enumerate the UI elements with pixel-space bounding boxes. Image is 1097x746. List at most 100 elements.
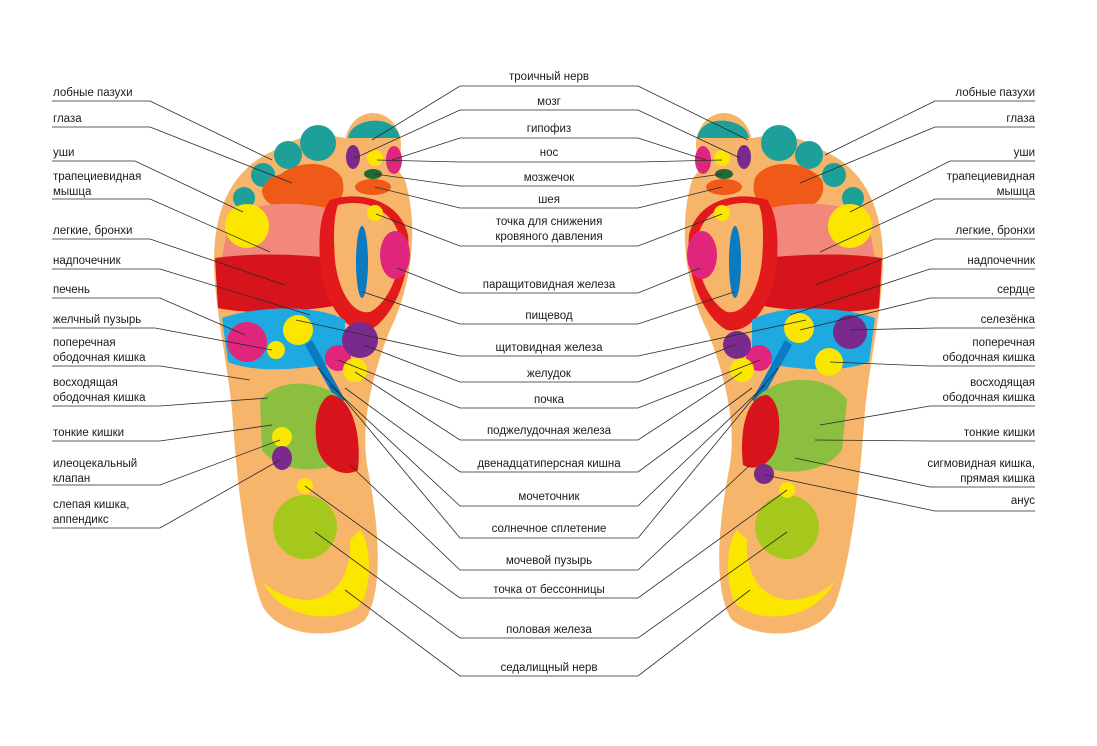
left-pituitary-spot (386, 146, 402, 174)
left-bp-point (367, 205, 383, 221)
left-neck-spot (355, 179, 391, 195)
center-label-solar-plexus: солнечное сплетение (491, 523, 607, 535)
left-label-eyes: глаза (53, 113, 82, 125)
center-label-trigeminal: троичный нерв (509, 71, 589, 83)
left-toe-5 (233, 187, 255, 209)
left-eyes-zone (262, 175, 295, 207)
right-toe-4 (822, 163, 846, 187)
leader-center-1 (371, 85, 749, 141)
right-sciatic-zone (728, 530, 835, 617)
center-label-nose: нос (539, 147, 559, 159)
leader-left-1 (52, 100, 273, 161)
right-spleen-spot (833, 315, 867, 349)
right-heart-spot (784, 313, 814, 343)
center-label-pancreas: поджелудочная железа (486, 425, 612, 437)
left-label-lungs: легкие, бронхи (53, 225, 133, 237)
left-nose-spot (367, 150, 383, 166)
right-colon-yellow (815, 348, 843, 376)
leader-lines (52, 85, 1035, 677)
right-label-adrenal: надпочечник (967, 255, 1035, 267)
leader-right-4 (819, 198, 1035, 253)
leader-center-12 (337, 359, 761, 409)
right-nose-spot (714, 150, 730, 166)
leader-left-5 (52, 238, 286, 286)
left-gallbladder-spot (283, 315, 313, 345)
leader-center-3 (391, 137, 707, 161)
leader-center-15 (329, 384, 766, 507)
leader-right-3 (849, 160, 1035, 213)
center-label-insomnia: точка от бессонницы (493, 584, 605, 596)
leader-center-10 (295, 319, 807, 357)
leader-center-7 (375, 213, 723, 247)
leader-right-12 (794, 457, 1035, 488)
center-label-cerebellum: мозжечок (523, 172, 575, 184)
center-label-brain: мозг (537, 96, 561, 108)
left-big-toe-cap (348, 120, 400, 138)
left-esophagus-line (356, 226, 368, 298)
left-gallbladder-small (267, 341, 285, 359)
leader-left-3 (52, 160, 244, 213)
leader-right-5 (814, 238, 1035, 286)
right-sigmoid-red (742, 395, 780, 468)
right-label-frontal-sinuses: лобные пазухи (955, 87, 1035, 99)
right-esophagus-line (729, 226, 741, 298)
leader-center-9 (362, 291, 735, 325)
leader-left-8 (52, 327, 273, 351)
leader-left-13 (52, 459, 281, 529)
leader-right-2 (799, 126, 1035, 184)
leader-left-10 (52, 397, 269, 407)
leader-right-1 (824, 100, 1035, 156)
right-label-lungs: легкие, бронхи (955, 225, 1035, 237)
right-toe-2 (761, 125, 797, 161)
leader-center-4 (376, 159, 723, 163)
left-label-appendix: слепая кишка, аппендикс (53, 499, 130, 526)
left-label-ears: уши (53, 147, 75, 159)
leader-right-13 (764, 474, 1035, 512)
leader-center-2 (354, 109, 741, 159)
center-label-neck: шея (538, 194, 560, 206)
right-label-ascending-colon: восходящая ободочная кишка (942, 377, 1036, 404)
right-label-small-intestine: тонкие кишки (963, 427, 1035, 439)
right-neck-spot (706, 179, 742, 195)
right-toe-3 (795, 141, 823, 169)
left-ileocecal-spot (272, 427, 292, 447)
right-foot (684, 113, 883, 634)
center-label-sciatic: седалищный нерв (500, 662, 598, 674)
leader-right-10 (819, 405, 1035, 426)
left-label-adrenal: надпочечник (53, 255, 121, 267)
right-gonad-spot (755, 495, 819, 559)
leader-center-18 (304, 485, 788, 599)
leader-left-2 (52, 126, 293, 184)
right-label-ears: уши (1013, 147, 1035, 159)
leader-center-11 (363, 344, 736, 383)
right-label-sigmoid: сигмовидная кишка, прямая кишка (927, 458, 1035, 485)
left-label-ascending-colon: восходящая ободочная кишка (53, 377, 146, 404)
leader-right-9 (829, 361, 1035, 367)
center-label-pituitary: гипофиз (526, 123, 572, 135)
left-stomach-spot (342, 322, 378, 358)
leader-center-20 (344, 589, 751, 677)
leader-center-16 (317, 367, 779, 539)
right-label-heart: сердце (997, 284, 1035, 296)
left-parathyroid-spot (380, 231, 410, 279)
right-label-eyes: глаза (1006, 113, 1035, 125)
center-label-duodenum: двенадцатиперсная кишна (477, 458, 621, 470)
right-trapezius-spot (828, 204, 872, 248)
leader-center-14 (344, 387, 753, 473)
left-adrenal-band (215, 254, 340, 312)
right-parathyroid-spot (687, 231, 717, 279)
leader-left-9 (52, 365, 251, 381)
right-label-transverse-colon: поперечная ободочная кишка (942, 337, 1036, 364)
center-label-kidney: почка (533, 394, 565, 406)
right-cerebellum-spot (715, 169, 733, 179)
left-trapezius-spot (225, 204, 269, 248)
left-toe-3 (274, 141, 302, 169)
right-brain-spot (737, 145, 751, 169)
center-label-stomach: желудок (527, 368, 571, 380)
center-label-blood-pressure: точка для снижения кровяного давления (495, 216, 603, 243)
leader-right-6 (789, 268, 1035, 316)
left-appendix-spot (272, 446, 292, 470)
right-toe-5 (842, 187, 864, 209)
left-label-gallbladder: желчный пузырь (53, 314, 142, 326)
